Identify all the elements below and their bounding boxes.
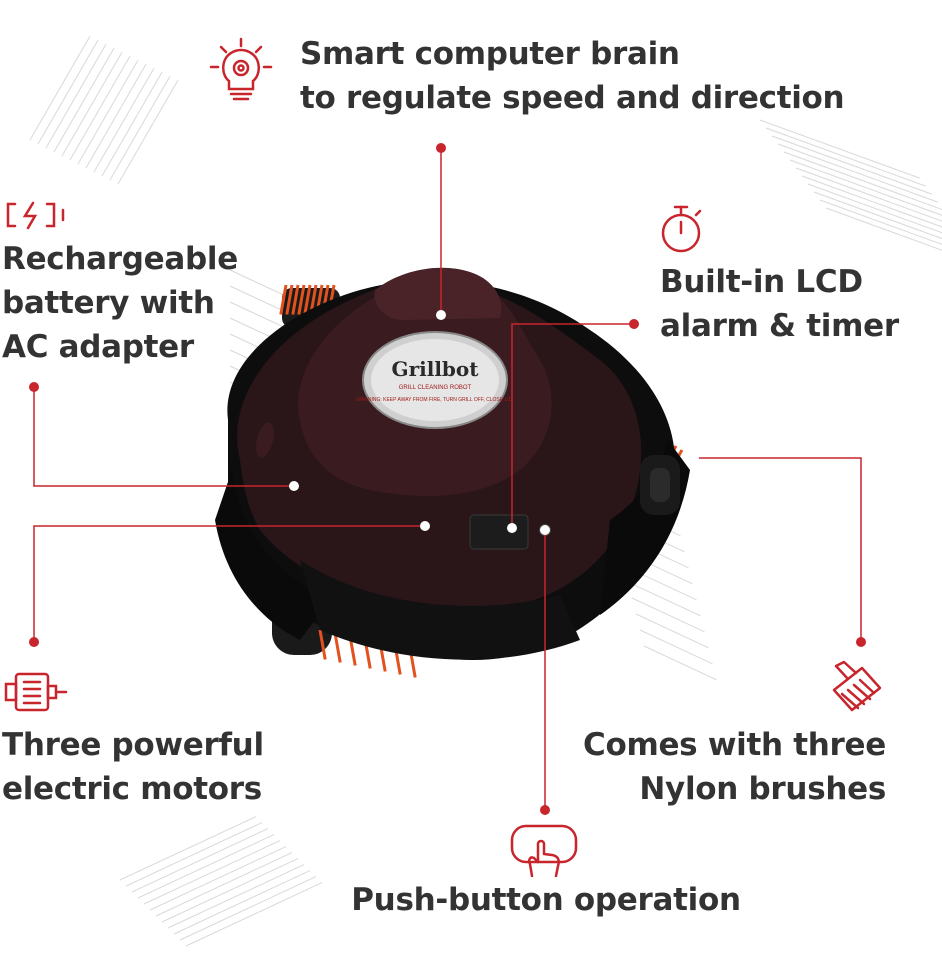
brushes-connector [694,457,862,642]
hatch-line [759,119,920,179]
feature-motors-line-2: electric motors [2,771,262,807]
hatch-line [131,828,269,893]
hatch-line [801,175,942,228]
hatch-line [101,71,163,177]
hatch-line [161,858,299,923]
feature-brain-line-2: to regulate speed and direction [300,80,845,116]
feature-battery: Rechargeable battery with AC adapter [2,237,238,369]
feature-lcd: Built-in LCD alarm & timer [660,260,899,348]
bristle [285,284,294,315]
feature-brain: Smart computer brain to regulate speed a… [300,32,845,120]
feature-battery-line-2: battery with [2,285,215,321]
hatch-line [125,822,263,887]
stopwatch-icon [658,203,708,255]
badge-warning: WARNING: KEEP AWAY FROM FIRE, TURN GRILL… [356,397,513,403]
hatch-line [85,63,147,169]
hatch-line [69,55,131,161]
feature-brain-line-1: Smart computer brain [300,36,680,72]
hatch-line [825,207,942,251]
hand-press-icon [508,822,580,878]
hatch-line [155,852,293,917]
hatch-line [119,816,257,881]
motors-connector [33,525,425,642]
badge-tagline: GRILL CLEANING ROBOT [399,385,472,391]
feature-button-line-1: Push-button operation [351,882,741,918]
hatch-line [627,581,701,617]
hatch-line [77,59,139,165]
hatch-line [643,645,717,681]
feature-motors-line-1: Three powerful [2,727,264,763]
lcd-connector [511,323,632,528]
hatch-line [789,159,942,216]
hatch-line [29,35,91,141]
battery-connector [33,387,294,487]
battery-charging-icon [3,198,69,232]
hatch-line [765,127,926,187]
hatch-line [639,629,713,665]
hatch-line [45,43,107,149]
gear-lightbulb-icon [209,37,273,105]
hatch-line [807,183,942,234]
hatch-line [149,846,287,911]
hatch-line [783,151,942,211]
hatch-line [813,191,942,240]
hatch-line [173,870,311,935]
feature-button: Push-button operation [0,878,942,922]
hatch-line [93,67,155,173]
hatch-line [143,840,281,905]
hatch-line [631,597,705,633]
hatch-line [185,882,323,947]
brand-badge: Grillbot GRILL CLEANING ROBOT WARNING: K… [356,331,514,429]
hatch-line [819,199,942,245]
feature-brushes-line-2: Nylon brushes [639,771,886,807]
bristle [303,284,312,315]
bristle [318,629,327,660]
bristle [297,284,306,315]
hatch-line [53,47,115,153]
hatch-line [179,876,317,941]
hatch-line [37,39,99,145]
hatch-line [61,51,123,157]
feature-lcd-line-2: alarm & timer [660,308,899,344]
feature-lcd-line-1: Built-in LCD [660,264,863,300]
hatch-line [771,135,932,195]
hatch-line [777,143,938,203]
bristle [333,632,342,663]
motor-icon [2,668,68,716]
hatch-line [109,75,171,181]
hatch-line [117,79,179,185]
hatch-line [795,167,942,222]
hatch-line [635,613,709,649]
feature-brushes: Comes with three Nylon brushes [583,723,886,811]
badge-brand: Grillbot [392,357,480,381]
hatch-line [167,864,305,929]
feature-battery-line-1: Rechargeable [2,241,238,277]
feature-motors: Three powerful electric motors [2,723,264,811]
bristle [291,284,300,315]
brush-icon [828,660,888,718]
feature-battery-line-3: AC adapter [2,329,194,365]
hatch-line [137,834,275,899]
feature-brushes-line-1: Comes with three [583,727,886,763]
bristle [279,284,288,315]
